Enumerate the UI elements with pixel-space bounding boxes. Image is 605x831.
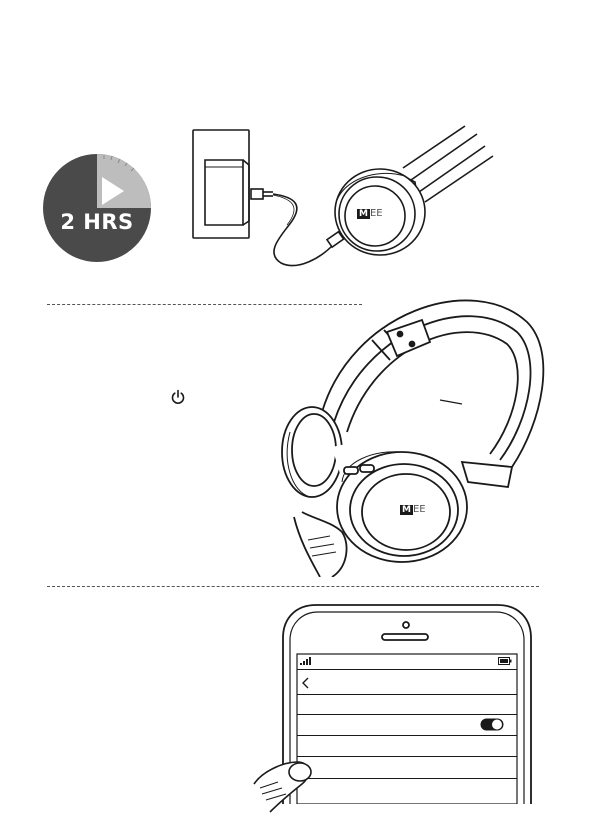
- screen-row-divider: [297, 694, 517, 695]
- screen-row-divider: [297, 714, 517, 715]
- finger-illustration: [252, 754, 322, 814]
- screen-row-divider: [297, 778, 517, 779]
- bluetooth-toggle[interactable]: [480, 718, 504, 731]
- battery-icon: [498, 657, 512, 665]
- back-button[interactable]: [300, 676, 312, 690]
- chevron-left-icon: [300, 676, 312, 690]
- section-divider: [47, 586, 539, 587]
- signal-icon: [300, 657, 314, 665]
- screen-row-divider: [297, 669, 517, 670]
- brand-logo-text: EE: [413, 504, 426, 515]
- charge-timer-icon: 2 HRS: [42, 153, 152, 263]
- power-icon: [170, 389, 186, 405]
- screen-row-divider: [297, 735, 517, 736]
- pairing-section: [0, 598, 605, 831]
- charging-section: 2 HRS: [0, 120, 605, 280]
- screen-row-divider: [297, 756, 517, 757]
- charge-time-label: 2 HRS: [42, 210, 152, 234]
- brand-logo-text: EE: [370, 208, 383, 219]
